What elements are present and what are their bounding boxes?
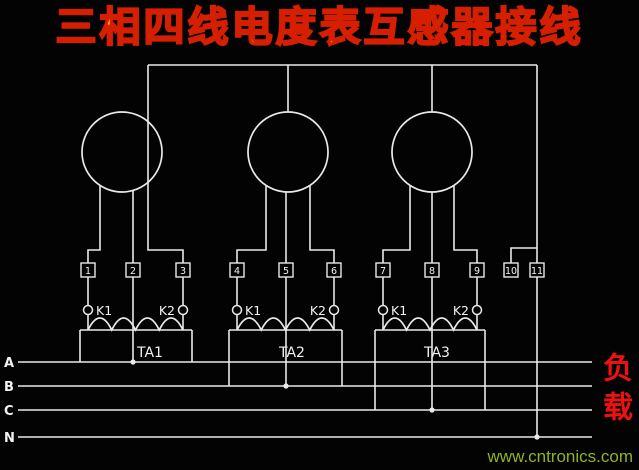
- ct1-k1-terminal: [82, 304, 94, 316]
- terminal-number-6: 6: [331, 266, 337, 277]
- terminal-square-5: [278, 262, 294, 278]
- junction-neutral: [534, 434, 540, 440]
- terminal-number-1: 1: [85, 266, 91, 277]
- terminal-number-7: 7: [380, 266, 386, 277]
- terminal-square-10: [503, 262, 519, 278]
- wire-terminal10-link: [510, 247, 537, 263]
- ct-windings: [87, 317, 478, 332]
- junction-phase-a: [130, 359, 136, 365]
- ct2-label: TA2: [278, 345, 305, 361]
- terminal-square-7: [375, 262, 391, 278]
- ct3-k2-label: K2: [453, 303, 469, 318]
- load-label: 负载: [597, 352, 632, 430]
- ct1-k2-terminal: [177, 304, 189, 316]
- terminal-number-11: 11: [531, 266, 543, 277]
- meter-element-3: [391, 111, 473, 193]
- wire-bus-to-terminal3: [147, 65, 184, 263]
- phase-a-label: A: [4, 356, 14, 371]
- ct1-label: TA1: [136, 345, 163, 361]
- ct3-label: TA3: [423, 345, 450, 361]
- ct1-k2-label: K2: [159, 303, 175, 318]
- terminal-number-10: 10: [505, 266, 517, 277]
- meter-element-2: [247, 111, 329, 193]
- ct1-k1-label: K1: [96, 303, 112, 318]
- ct2-k2-label: K2: [310, 303, 326, 318]
- terminal-square-2: [125, 262, 141, 278]
- diagram-labels: K1 K2 K1 K2 K1 K2 TA1 TA2 TA3 A B C N: [4, 303, 469, 446]
- phase-c-label: C: [4, 404, 14, 419]
- junction-phase-b: [283, 383, 289, 389]
- terminal-square-11: [529, 262, 545, 278]
- meter-element-1: [81, 111, 163, 193]
- phase-b-label: B: [4, 380, 14, 395]
- ct3-winding: [382, 317, 478, 332]
- terminal-number-9: 9: [474, 266, 480, 277]
- ct3-k1-label: K1: [391, 303, 407, 318]
- junction-dots: [130, 359, 540, 440]
- wire-meter3-to-terminal9: [453, 186, 478, 263]
- terminal-square-4: [229, 262, 245, 278]
- ct3-k1-terminal: [377, 304, 389, 316]
- terminal-square-1: [80, 262, 96, 278]
- ct1-winding: [87, 317, 184, 332]
- terminal-square-8: [424, 262, 440, 278]
- junction-phase-c: [429, 407, 435, 413]
- terminal-number-8: 8: [429, 266, 435, 277]
- watermark-text: www.cntronics.com: [487, 447, 633, 466]
- terminal-square-3: [175, 262, 191, 278]
- wires: [18, 64, 592, 438]
- ct2-winding: [236, 317, 335, 332]
- ct2-k1-label: K1: [245, 303, 261, 318]
- wire-meter2-to-terminal6: [309, 186, 335, 263]
- ct-k-terminals: [82, 304, 483, 316]
- terminal-square-9: [469, 262, 485, 278]
- ct3-k2-terminal: [471, 304, 483, 316]
- neutral-label: N: [4, 431, 15, 446]
- terminal-number-4: 4: [234, 266, 240, 277]
- wire-meter2-to-terminal4: [236, 186, 267, 263]
- ct2-k2-terminal: [328, 304, 340, 316]
- terminal-block: 1 2 3 4 5 6 7 8 9 10 11: [80, 262, 545, 278]
- page-title: 三相四线电度表互感器接线: [55, 2, 584, 52]
- terminal-number-2: 2: [130, 266, 136, 277]
- wire-meter1-to-terminal1: [87, 186, 101, 263]
- ct2-k1-terminal: [231, 304, 243, 316]
- terminal-square-6: [326, 262, 342, 278]
- meter-elements: [81, 111, 473, 193]
- terminal-number-3: 3: [180, 266, 186, 277]
- wire-meter3-to-terminal7: [382, 186, 411, 263]
- terminal-number-5: 5: [283, 266, 289, 277]
